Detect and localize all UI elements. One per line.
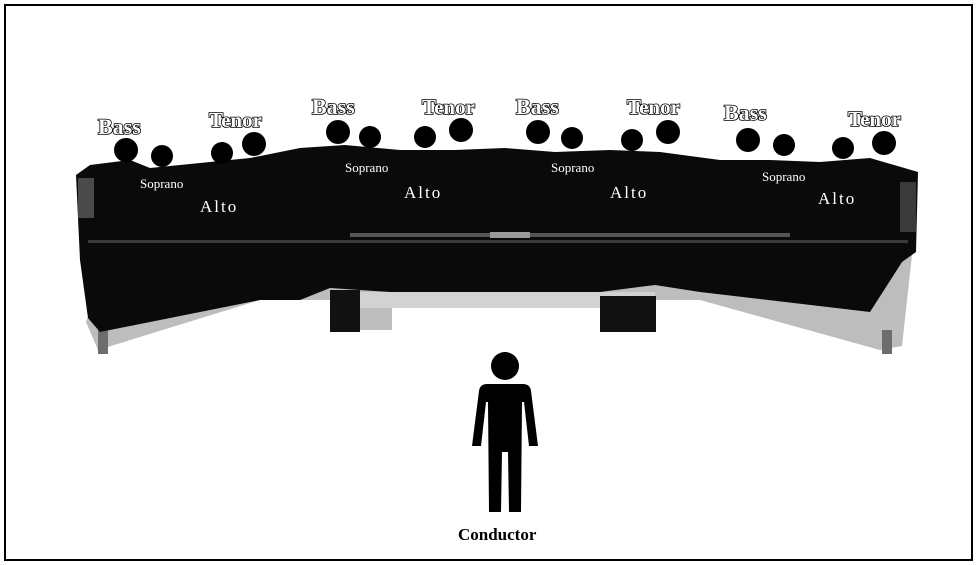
label-soprano-2: Soprano: [345, 160, 388, 175]
label-alto-1: Alto: [200, 197, 238, 216]
singer-heads: [114, 118, 896, 167]
label-bass-2: Bass: [312, 94, 355, 119]
label-alto-2: Alto: [404, 183, 442, 202]
label-tenor-1: Tenor: [209, 108, 262, 132]
label-tenor-4: Tenor: [848, 107, 901, 131]
label-bass-4: Bass: [724, 100, 767, 125]
label-bass-1: Bass: [98, 114, 141, 139]
label-tenor-3: Tenor: [627, 95, 680, 119]
conductor-label: Conductor: [458, 525, 537, 544]
label-soprano-4: Soprano: [762, 169, 805, 184]
label-soprano-1: Soprano: [140, 176, 183, 191]
label-alto-3: Alto: [610, 183, 648, 202]
label-tenor-2: Tenor: [422, 95, 475, 119]
diagram-border: [4, 4, 973, 561]
label-alto-4: Alto: [818, 189, 856, 208]
conductor-icon: [472, 352, 538, 512]
label-bass-3: Bass: [516, 94, 559, 119]
label-soprano-3: Soprano: [551, 160, 594, 175]
choir-body: [76, 145, 918, 332]
